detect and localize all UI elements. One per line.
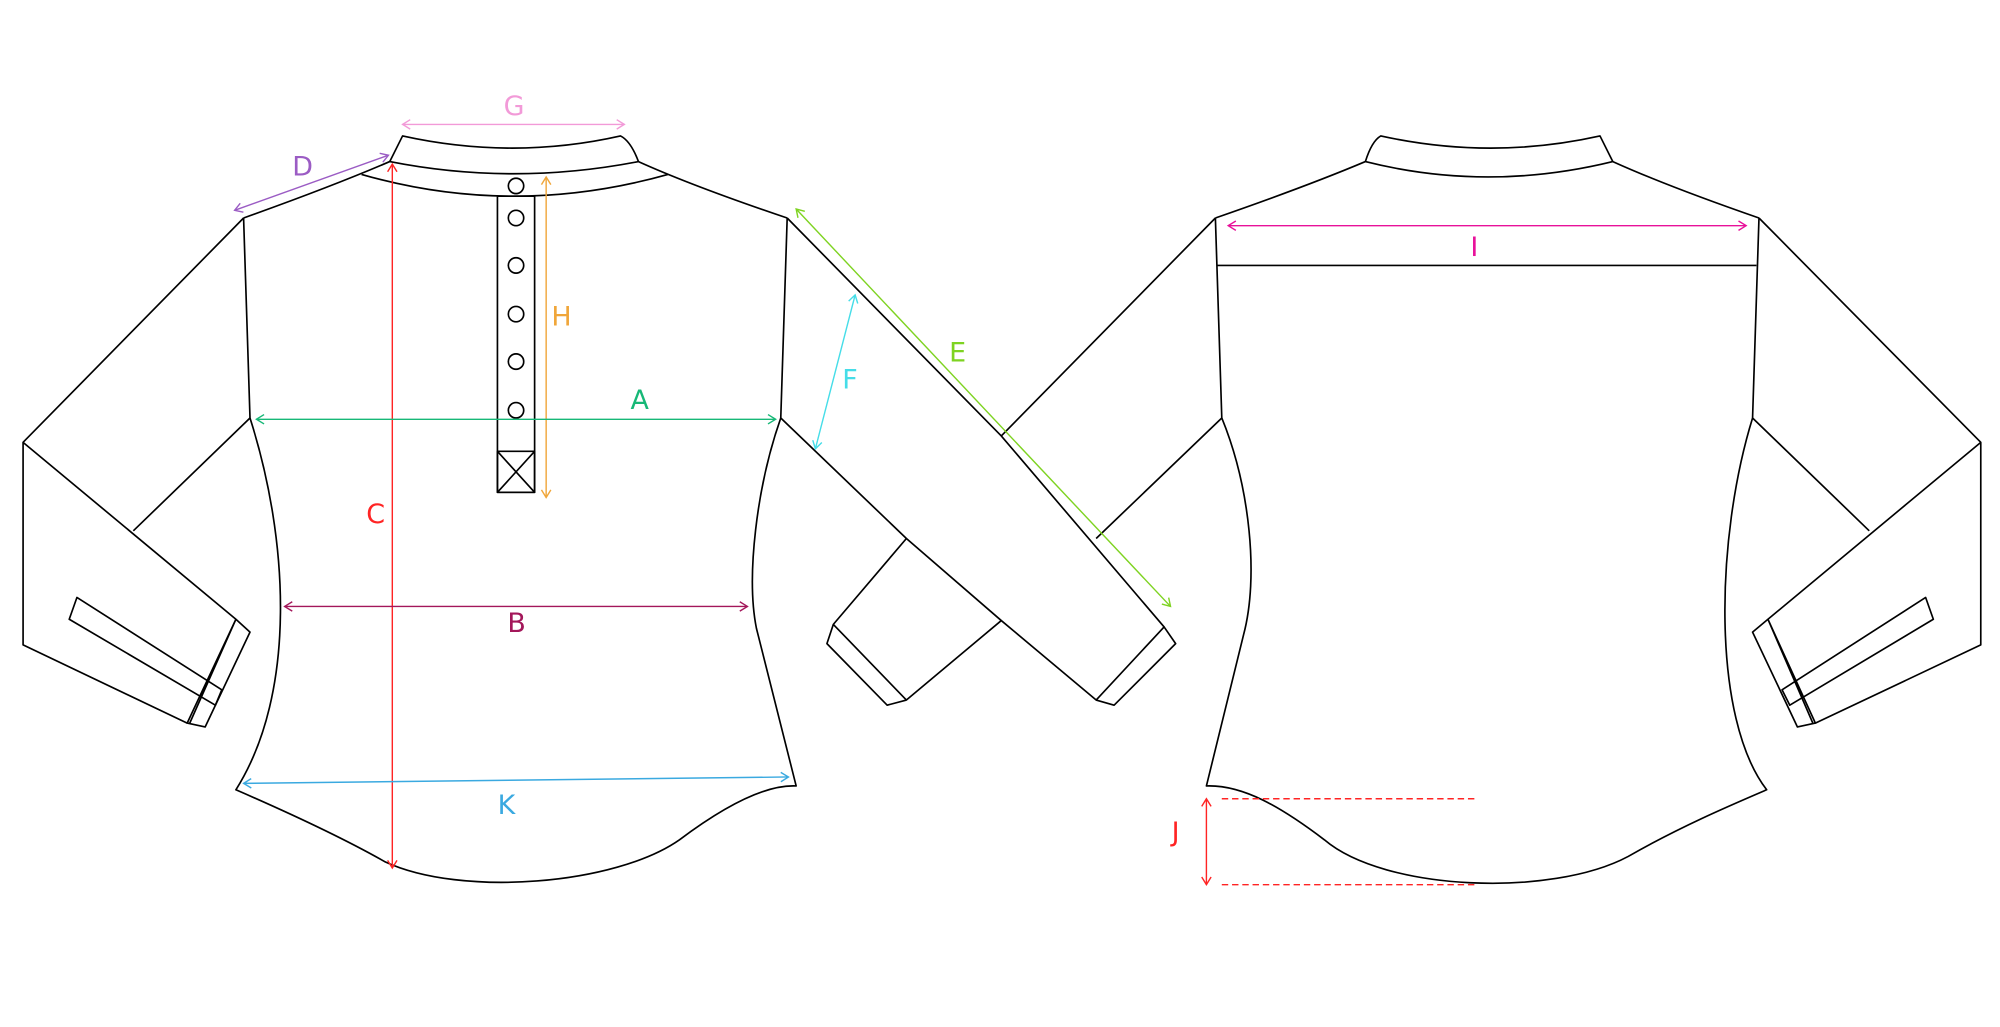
arrowhead xyxy=(616,119,626,130)
back-body-outline xyxy=(1205,217,1768,885)
button-placket xyxy=(496,177,536,494)
label-d: D xyxy=(292,151,313,182)
arrowhead xyxy=(1161,597,1172,608)
button xyxy=(507,401,525,419)
arrowhead xyxy=(1201,876,1212,887)
front-shoulder-left xyxy=(243,160,391,219)
front-right-sleeve xyxy=(780,217,1177,707)
front-view xyxy=(22,135,1177,884)
back-left-sleeve xyxy=(1000,217,1223,540)
arrowhead xyxy=(387,859,398,870)
measure-e-arrow xyxy=(795,208,1172,607)
front-collar xyxy=(388,135,640,175)
arrowhead xyxy=(540,489,552,499)
button xyxy=(507,177,525,195)
arrowhead xyxy=(255,413,265,425)
arrowhead xyxy=(739,601,749,612)
label-i: I xyxy=(1470,232,1478,263)
arrowhead xyxy=(795,208,805,218)
label-h: H xyxy=(551,301,571,332)
measure-k-arrow xyxy=(243,776,789,785)
arrowhead xyxy=(242,777,252,789)
arrowhead xyxy=(1201,797,1212,807)
arrowhead xyxy=(812,439,823,451)
measure-d-arrow xyxy=(234,154,389,211)
arrowhead xyxy=(540,175,552,185)
arrowhead xyxy=(387,162,398,173)
label-g: G xyxy=(504,91,525,122)
label-e: E xyxy=(949,337,966,368)
button xyxy=(507,305,525,323)
label-a: A xyxy=(631,385,650,416)
back-view xyxy=(1000,135,1982,885)
arrowhead xyxy=(780,771,790,783)
back-shoulders xyxy=(1215,160,1760,219)
arrowhead xyxy=(401,119,411,130)
label-c: C xyxy=(366,499,385,530)
arrowheads xyxy=(233,119,1748,887)
arrowhead xyxy=(379,152,390,163)
arrowhead xyxy=(1226,220,1237,231)
arrowhead xyxy=(767,413,777,425)
arrowhead xyxy=(1738,220,1748,231)
front-shoulder-right xyxy=(638,160,788,219)
label-k: K xyxy=(498,790,517,821)
button xyxy=(507,353,525,371)
measurement-labels: G D C H A B K F E I J xyxy=(292,91,1478,848)
arrowhead xyxy=(233,202,244,213)
back-collar xyxy=(1364,135,1614,178)
label-b: B xyxy=(507,608,525,639)
button xyxy=(507,209,525,227)
label-f: F xyxy=(842,364,857,395)
front-left-sleeve xyxy=(22,217,251,728)
front-body-outline xyxy=(235,217,797,884)
back-right-sleeve xyxy=(1751,217,1982,728)
arrowhead xyxy=(848,293,859,304)
label-j: J xyxy=(1170,817,1180,848)
measurement-lines xyxy=(234,123,1747,886)
measure-f-arrow xyxy=(814,294,856,449)
button xyxy=(507,256,525,274)
arrowhead xyxy=(283,601,293,612)
